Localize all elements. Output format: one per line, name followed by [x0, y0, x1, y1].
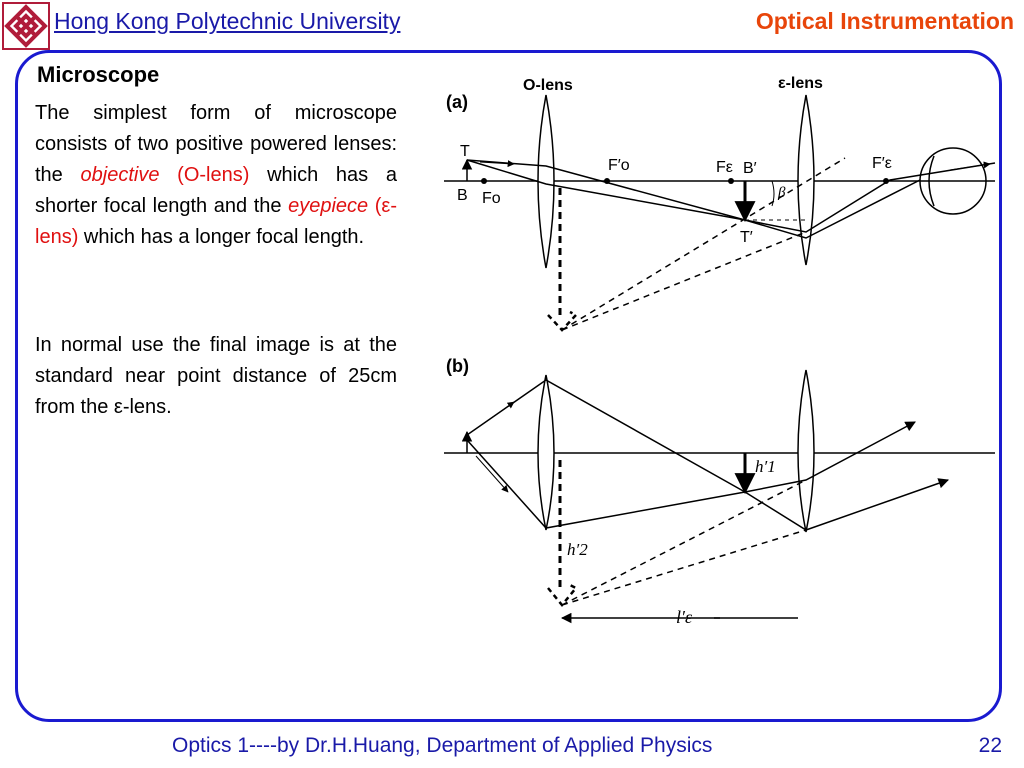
label-Fo: Fo — [482, 190, 501, 207]
text-run: The simplest form of microscope consists… — [35, 102, 397, 186]
text-run: which has a longer focal length. — [78, 226, 365, 248]
course-title: Optical Instrumentation — [755, 8, 1014, 34]
emergent-ray-2 — [744, 179, 921, 239]
virtual-image-arrow-a — [547, 310, 579, 332]
label-Fe: Fε — [716, 159, 733, 176]
ray-b-1 — [466, 379, 746, 493]
label-T: T — [460, 143, 470, 160]
ray-2 — [466, 159, 746, 221]
o-lens-term: (O-lens) — [159, 164, 250, 186]
section-title: Microscope — [37, 62, 160, 87]
label-beta: β — [777, 185, 786, 201]
dashed-ray-b-2 — [561, 529, 807, 606]
label-B-prime: B′ — [743, 160, 757, 177]
ray-1 — [466, 159, 746, 221]
dashed-ray-1 — [561, 231, 807, 331]
university-logo — [2, 2, 50, 50]
eyepiece-term: eyepiece — [288, 195, 369, 217]
emergent-ray — [744, 162, 996, 233]
o-lens-shape-b — [537, 374, 555, 531]
normal-use-paragraph: In normal use the final image is at the … — [35, 334, 397, 418]
dashed-ray-b-1 — [561, 479, 807, 606]
beta-arc — [771, 180, 775, 207]
ray-b-arrowhead-1 — [479, 401, 515, 427]
eye-shape — [919, 147, 987, 215]
panel-b: (b) h′1 h′2 l′ε — [444, 356, 995, 627]
panel-b-label: (b) — [446, 356, 469, 376]
ray-b-arrowhead-2 — [475, 455, 509, 493]
eye-ray-arrowhead — [949, 161, 991, 171]
focal-point-fo-prime — [604, 178, 610, 184]
label-h1: h′1 — [755, 457, 776, 476]
o-lens-shape — [537, 94, 555, 269]
virtual-image-arrow-b — [547, 583, 578, 607]
focal-point-fo — [481, 178, 487, 184]
emergent-ray-b-1 — [744, 421, 916, 493]
e-lens-shape — [797, 94, 815, 266]
e-lens-term: (ε-lens) — [35, 195, 397, 248]
panel-a: (a) O-lens ε-lens — [444, 75, 996, 332]
label-T-prime: T′ — [740, 229, 753, 246]
text-run: which has a shorter focal length and the — [35, 164, 398, 217]
ray-b-2 — [466, 439, 746, 529]
label-Fo-prime: F′o — [608, 157, 630, 174]
label-le: l′ε — [676, 607, 693, 627]
description-paragraph: The simplest form of microscope consists… — [35, 98, 397, 253]
label-Fe-prime: F′ε — [872, 155, 892, 172]
label-h2: h′2 — [567, 540, 588, 559]
ray-arrowhead — [479, 160, 515, 168]
focal-point-fe — [728, 178, 734, 184]
label-B: B — [457, 187, 468, 204]
eye-lens-shape — [928, 155, 935, 207]
emergent-ray-b-2 — [744, 478, 949, 531]
page-number: 22 — [978, 734, 1002, 757]
e-lens-shape-b — [797, 369, 815, 533]
content-frame — [15, 50, 1002, 722]
objective-term: objective — [80, 164, 160, 186]
panel-a-label: (a) — [446, 92, 468, 112]
focal-point-fe-prime — [883, 178, 889, 184]
o-lens-label: O-lens — [523, 77, 573, 94]
university-name-link[interactable]: Hong Kong Polytechnic University — [54, 8, 401, 34]
microscope-ray-diagram: (a) O-lens ε-lens — [444, 75, 996, 627]
dashed-ray-2 — [561, 157, 846, 331]
e-lens-label: ε-lens — [778, 75, 823, 92]
footer-credit: Optics 1----by Dr.H.Huang, Department of… — [172, 734, 713, 757]
